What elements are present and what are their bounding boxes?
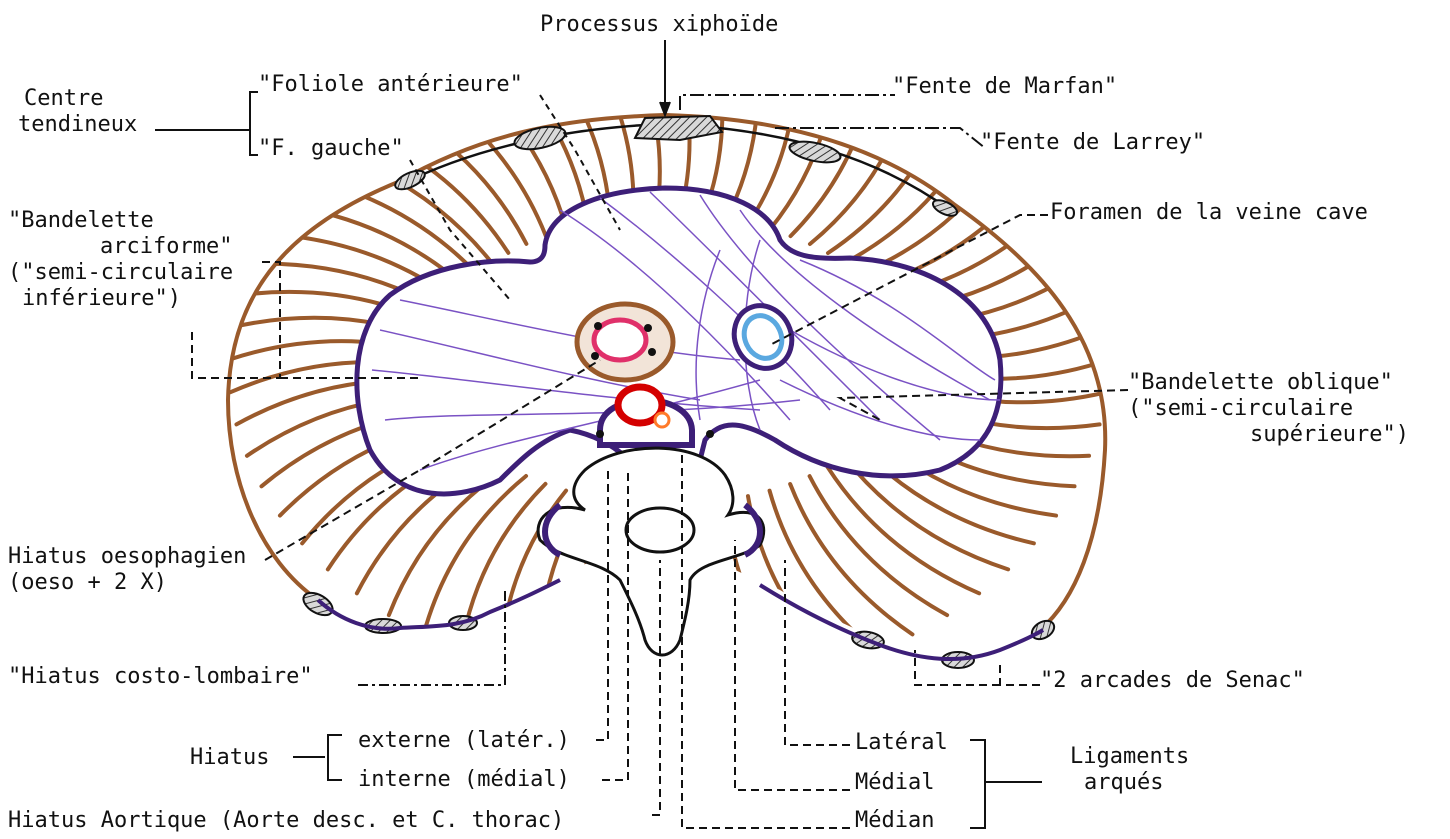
label-hiatus-oesophagien-line1: Hiatus oesophagien bbox=[8, 544, 246, 570]
label-f-gauche: "F. gauche" bbox=[258, 136, 404, 162]
label-hiatus-aortique: Hiatus Aortique (Aorte desc. et C. thora… bbox=[8, 808, 564, 834]
label-ligament-median: Médian bbox=[855, 808, 934, 834]
label-bandelette-arciforme-line4: inférieure") bbox=[8, 286, 233, 312]
label-foramen-veine-cave: Foramen de la veine cave bbox=[1050, 200, 1368, 226]
label-ligament-lateral: Latéral bbox=[855, 730, 948, 756]
posterior-arcades-right bbox=[760, 585, 1043, 659]
label-bandelette-oblique-line1: "Bandelette oblique" bbox=[1128, 370, 1409, 396]
label-processus-xiphoide: Processus xiphoïde bbox=[540, 12, 778, 38]
label-bandelette-oblique: "Bandelette oblique" ("semi-circulaire s… bbox=[1128, 370, 1409, 448]
label-bandelette-arciforme-line2: arciforme" bbox=[8, 234, 233, 260]
label-bandelette-arciforme-line1: "Bandelette bbox=[8, 208, 233, 234]
label-hiatus-externe: externe (latér.) bbox=[358, 728, 570, 754]
label-fente-larrey: "Fente de Larrey" bbox=[980, 130, 1205, 156]
vertebra bbox=[538, 448, 764, 655]
muscle-fiber bbox=[810, 476, 948, 615]
label-ligament-medial: Médial bbox=[855, 770, 934, 796]
label-ligaments-arques: Ligaments arqués bbox=[1070, 744, 1189, 796]
muscle-fiber bbox=[844, 127, 979, 263]
label-foliole-anterieure: "Foliole antérieure" bbox=[258, 72, 523, 98]
label-arcades-senac: "2 arcades de Senac" bbox=[1040, 668, 1305, 694]
label-bandelette-oblique-line3: supérieure") bbox=[1128, 422, 1409, 448]
label-bandelette-oblique-line2: ("semi-circulaire bbox=[1128, 396, 1409, 422]
label-hiatus-interne: interne (médial) bbox=[358, 767, 570, 793]
label-centre-tendineux-line2: tendineux bbox=[18, 112, 137, 138]
label-hiatus: Hiatus bbox=[190, 745, 269, 771]
label-hiatus-costo-lombaire: "Hiatus costo-lombaire" bbox=[8, 664, 313, 690]
muscle-fiber bbox=[424, 476, 527, 634]
label-bandelette-arciforme: "Bandelette arciforme" ("semi-circulaire… bbox=[8, 208, 233, 312]
label-fente-marfan: "Fente de Marfan" bbox=[892, 74, 1117, 100]
label-ligaments-arques-line2: arqués bbox=[1070, 770, 1189, 796]
muscle-fiber bbox=[302, 177, 477, 274]
muscle-fiber bbox=[810, 86, 913, 244]
label-centre-tendineux: Centre tendineux bbox=[18, 86, 137, 138]
esophageal-hiatus bbox=[577, 304, 673, 380]
label-ligaments-arques-line1: Ligaments bbox=[1070, 744, 1189, 770]
label-hiatus-oesophagien: Hiatus oesophagien (oeso + 2 X) bbox=[8, 544, 246, 596]
label-bandelette-arciforme-line3: ("semi-circulaire bbox=[8, 260, 233, 286]
label-centre-tendineux-line1: Centre bbox=[18, 86, 137, 112]
label-hiatus-oesophagien-line2: (oeso + 2 X) bbox=[8, 570, 246, 596]
